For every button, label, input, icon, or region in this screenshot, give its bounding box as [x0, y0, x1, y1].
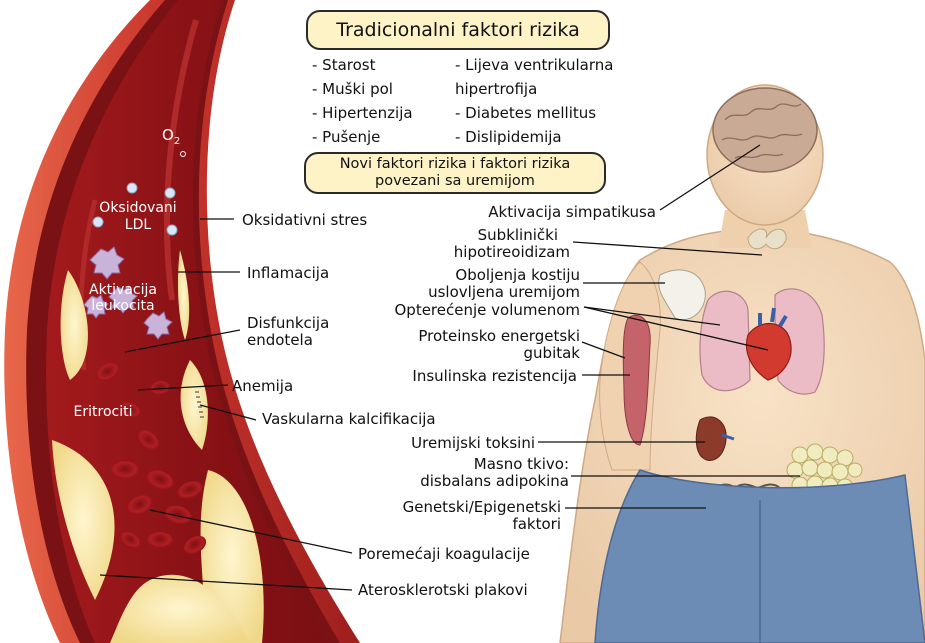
label-protein-energy-1: Proteinsko energetski	[418, 327, 580, 345]
novel-factors-line2: povezani sa uremijom	[306, 173, 604, 190]
label-bone-disease-1: Oboljenja kostiju	[455, 266, 580, 284]
o2-label: O2	[162, 127, 180, 150]
label-genetic-2: faktori	[512, 515, 561, 533]
label-oxidative-stress: Oksidativni stres	[242, 211, 367, 229]
erythrocyte-label: Eritrociti	[58, 404, 148, 421]
traditional-factor-item: - Diabetes mellitus	[455, 104, 596, 122]
leukocyte-label-2: leukocita	[78, 298, 168, 315]
label-sympathetic: Aktivacija simpatikusa	[488, 203, 656, 221]
traditional-factor-item: - Lijeva ventrikularna	[455, 56, 613, 74]
ox-ldl-label-2: LDL	[93, 217, 183, 234]
leukocyte-label-1: Aktivacija	[78, 282, 168, 299]
label-insulin-resistance: Insulinska rezistencija	[412, 367, 577, 385]
traditional-factor-item: - Pušenje	[312, 128, 380, 146]
label-genetic-1: Genetski/Epigenetski	[403, 498, 561, 516]
traditional-factor-item: - Hipertenzija	[312, 104, 413, 122]
label-inflammation: Inflamacija	[247, 264, 329, 282]
label-volume-overload: Opterećenje volumenom	[394, 301, 580, 319]
label-adipose-1: Masno tkivo:	[474, 455, 569, 473]
label-vascular-calcification: Vaskularna kalcifikacija	[262, 410, 436, 428]
label-bone-disease-2: uslovljena uremijom	[428, 283, 580, 301]
label-coagulation: Poremećaji koagulacije	[358, 545, 530, 563]
traditional-factor-item: hipertrofija	[455, 80, 537, 98]
ox-ldl-label-1: Oksidovani	[93, 200, 183, 217]
label-endothelial-dysfunction-2: endotela	[247, 331, 313, 349]
traditional-factor-item: - Starost	[312, 56, 376, 74]
label-atherosclerotic-plaques: Aterosklerotski plakovi	[358, 581, 528, 599]
label-uremic-toxins: Uremijski toksini	[411, 434, 535, 452]
traditional-factor-item: - Muški pol	[312, 80, 393, 98]
traditional-factors-title: Tradicionalni faktori rizika	[306, 10, 610, 50]
human-body	[560, 85, 925, 643]
label-protein-energy-2: gubitak	[524, 344, 580, 362]
novel-factors-line1: Novi faktori rizika i faktori rizika	[306, 156, 604, 173]
brain-illustration	[713, 88, 817, 172]
label-hypothyroidism-1: Subklinički	[478, 226, 558, 244]
novel-factors-title: Novi faktori rizika i faktori rizika pov…	[304, 152, 606, 194]
label-anemia: Anemija	[232, 377, 293, 395]
label-endothelial-dysfunction-1: Disfunkcija	[247, 314, 329, 332]
traditional-factor-item: - Dislipidemija	[455, 128, 562, 146]
label-adipose-2: disbalans adipokina	[420, 472, 569, 490]
label-hypothyroidism-2: hipotireoidizam	[454, 243, 570, 261]
